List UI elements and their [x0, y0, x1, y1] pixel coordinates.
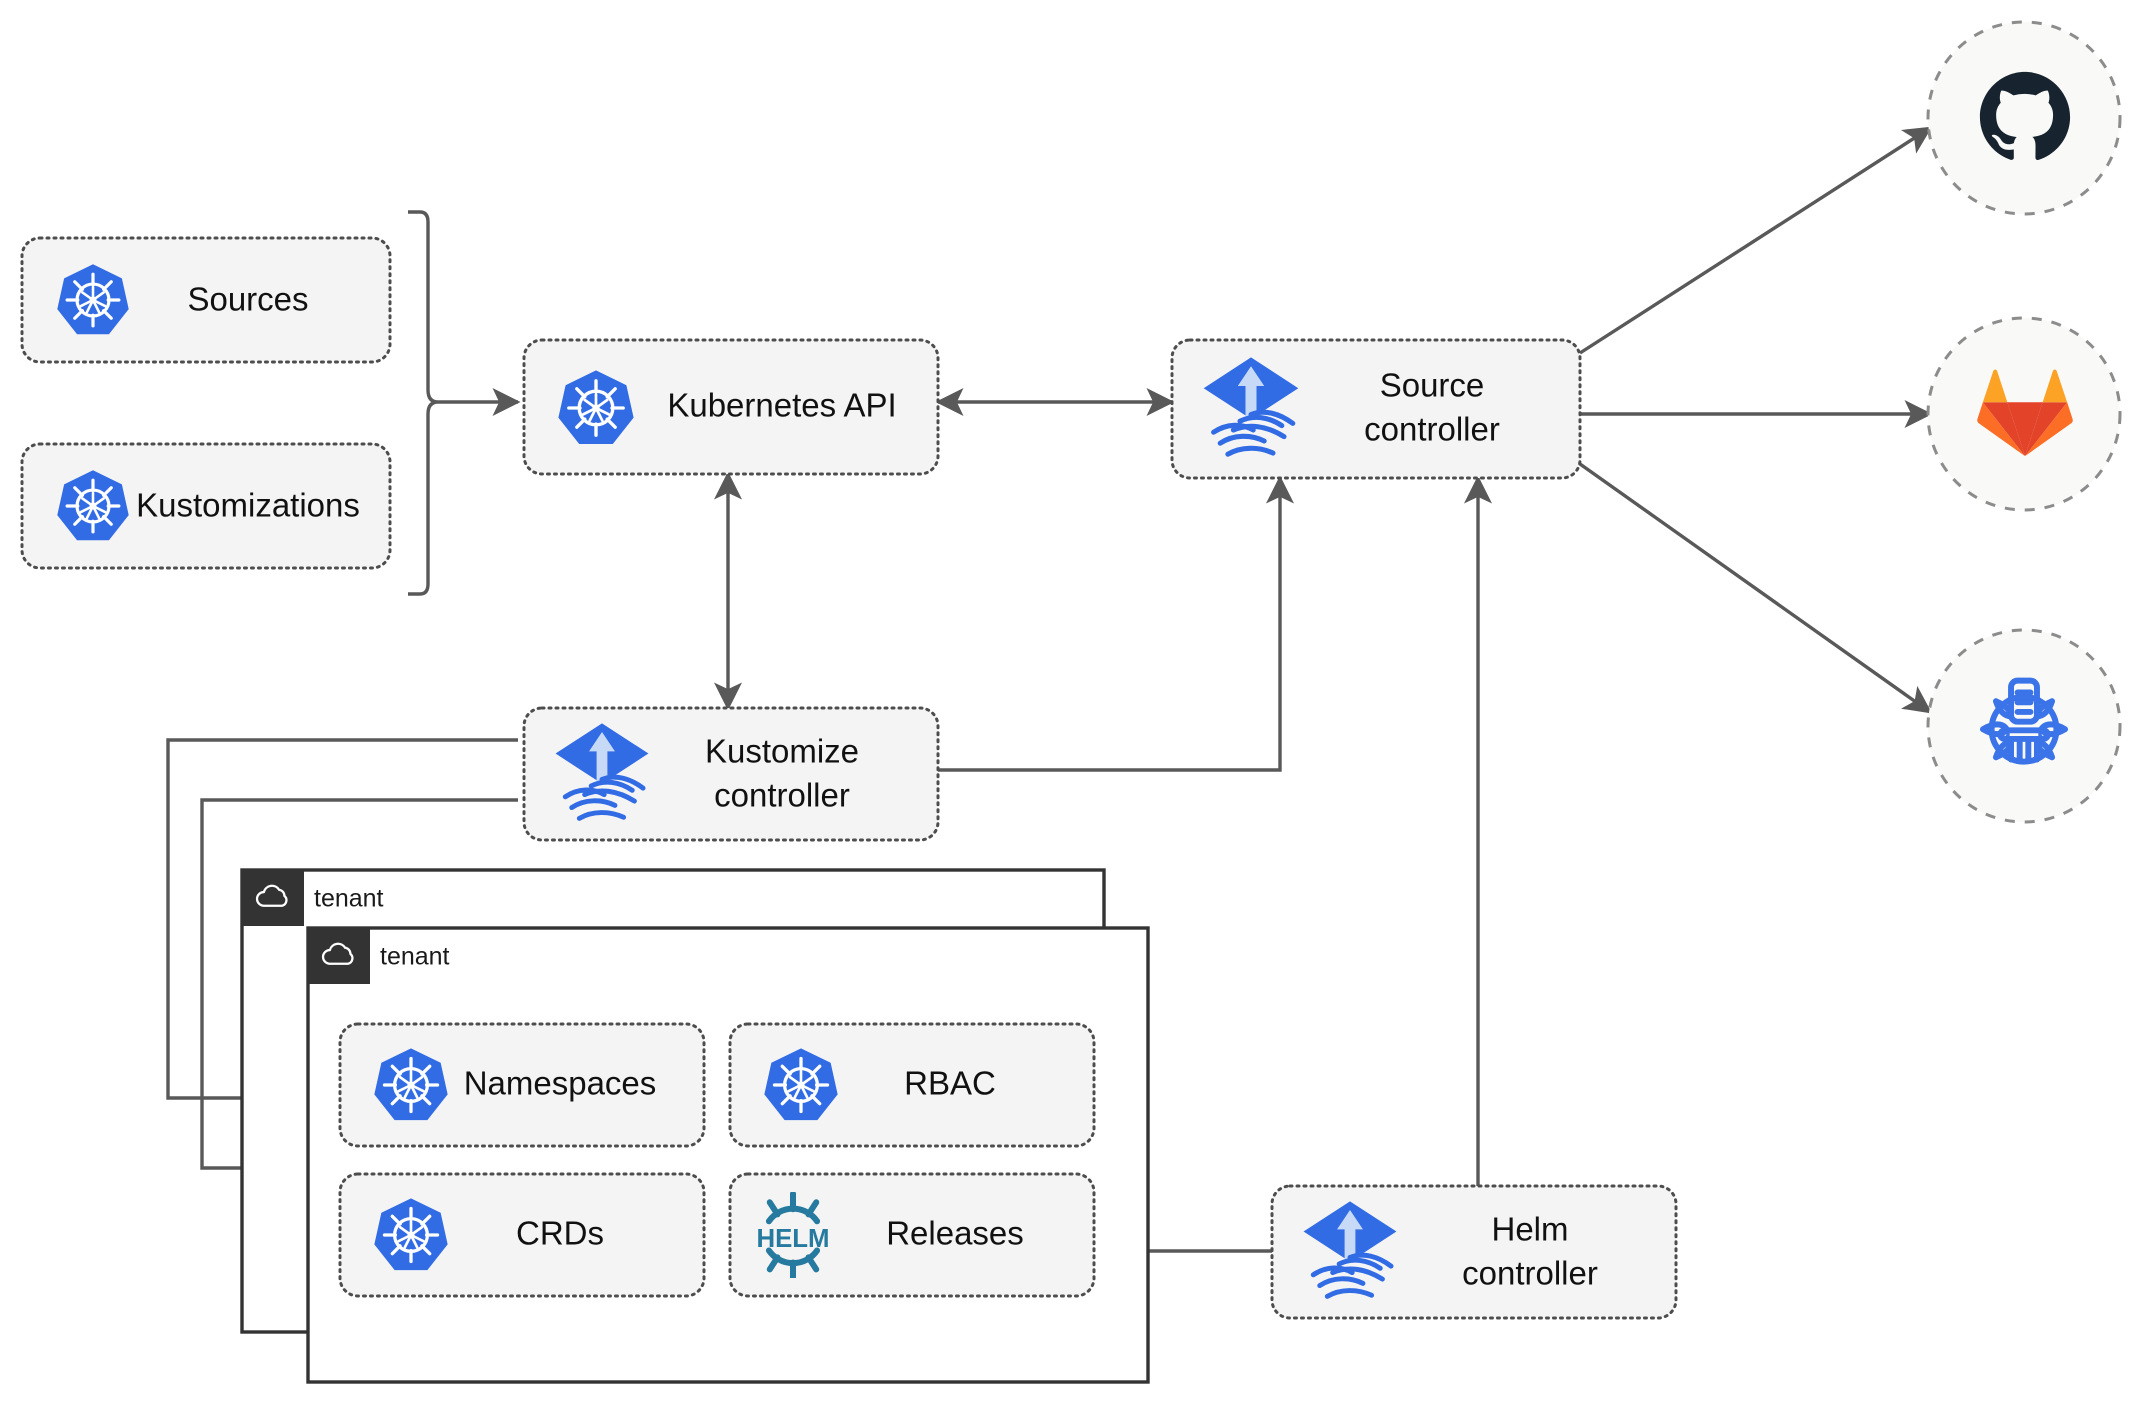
kustomize-controller-label-line2: controller: [714, 777, 850, 814]
node-helm-controller[interactable]: Helm controller: [1270, 1184, 1678, 1320]
namespaces-label: Namespaces: [464, 1065, 657, 1102]
helm-controller-label-line1: Helm: [1491, 1211, 1568, 1248]
node-github[interactable]: [1926, 20, 2122, 216]
rbac-label: RBAC: [904, 1065, 996, 1102]
node-helm-repository[interactable]: [1926, 628, 2122, 824]
node-gitlab[interactable]: [1926, 316, 2122, 512]
node-kubernetes-api[interactable]: Kubernetes API: [522, 338, 940, 476]
source-controller-label-line2: controller: [1364, 411, 1500, 448]
node-crds[interactable]: CRDs: [338, 1172, 706, 1298]
node-rbac[interactable]: RBAC: [728, 1022, 1096, 1148]
tenant-box-front[interactable]: tenant: [306, 926, 1150, 1384]
node-namespaces[interactable]: Namespaces: [338, 1022, 706, 1148]
node-source-controller[interactable]: Source controller: [1170, 338, 1582, 480]
node-kustomizations[interactable]: Kustomizations: [20, 442, 392, 570]
helm-controller-label-line2: controller: [1462, 1255, 1598, 1292]
kustomizations-label: Kustomizations: [136, 487, 360, 524]
releases-label: Releases: [886, 1215, 1024, 1252]
edge-source-to-github: [1579, 126, 1933, 355]
crds-label: CRDs: [516, 1215, 604, 1252]
tenant-back-label: tenant: [314, 885, 384, 913]
node-releases[interactable]: Releases: [728, 1172, 1096, 1298]
kustomize-controller-label-line1: Kustomize: [705, 733, 859, 770]
node-kustomize-controller[interactable]: Kustomize controller: [522, 706, 940, 842]
edge-kustomize-to-source: [938, 475, 1295, 772]
resource-group-bracket: [408, 210, 439, 596]
sources-label: Sources: [187, 281, 308, 318]
source-controller-label-line1: Source: [1380, 367, 1485, 404]
node-sources[interactable]: Sources: [20, 236, 392, 364]
edge-source-to-helm-repository: [1579, 462, 1933, 714]
tenant-front-label: tenant: [380, 943, 450, 971]
kubernetes-api-label: Kubernetes API: [667, 387, 896, 424]
